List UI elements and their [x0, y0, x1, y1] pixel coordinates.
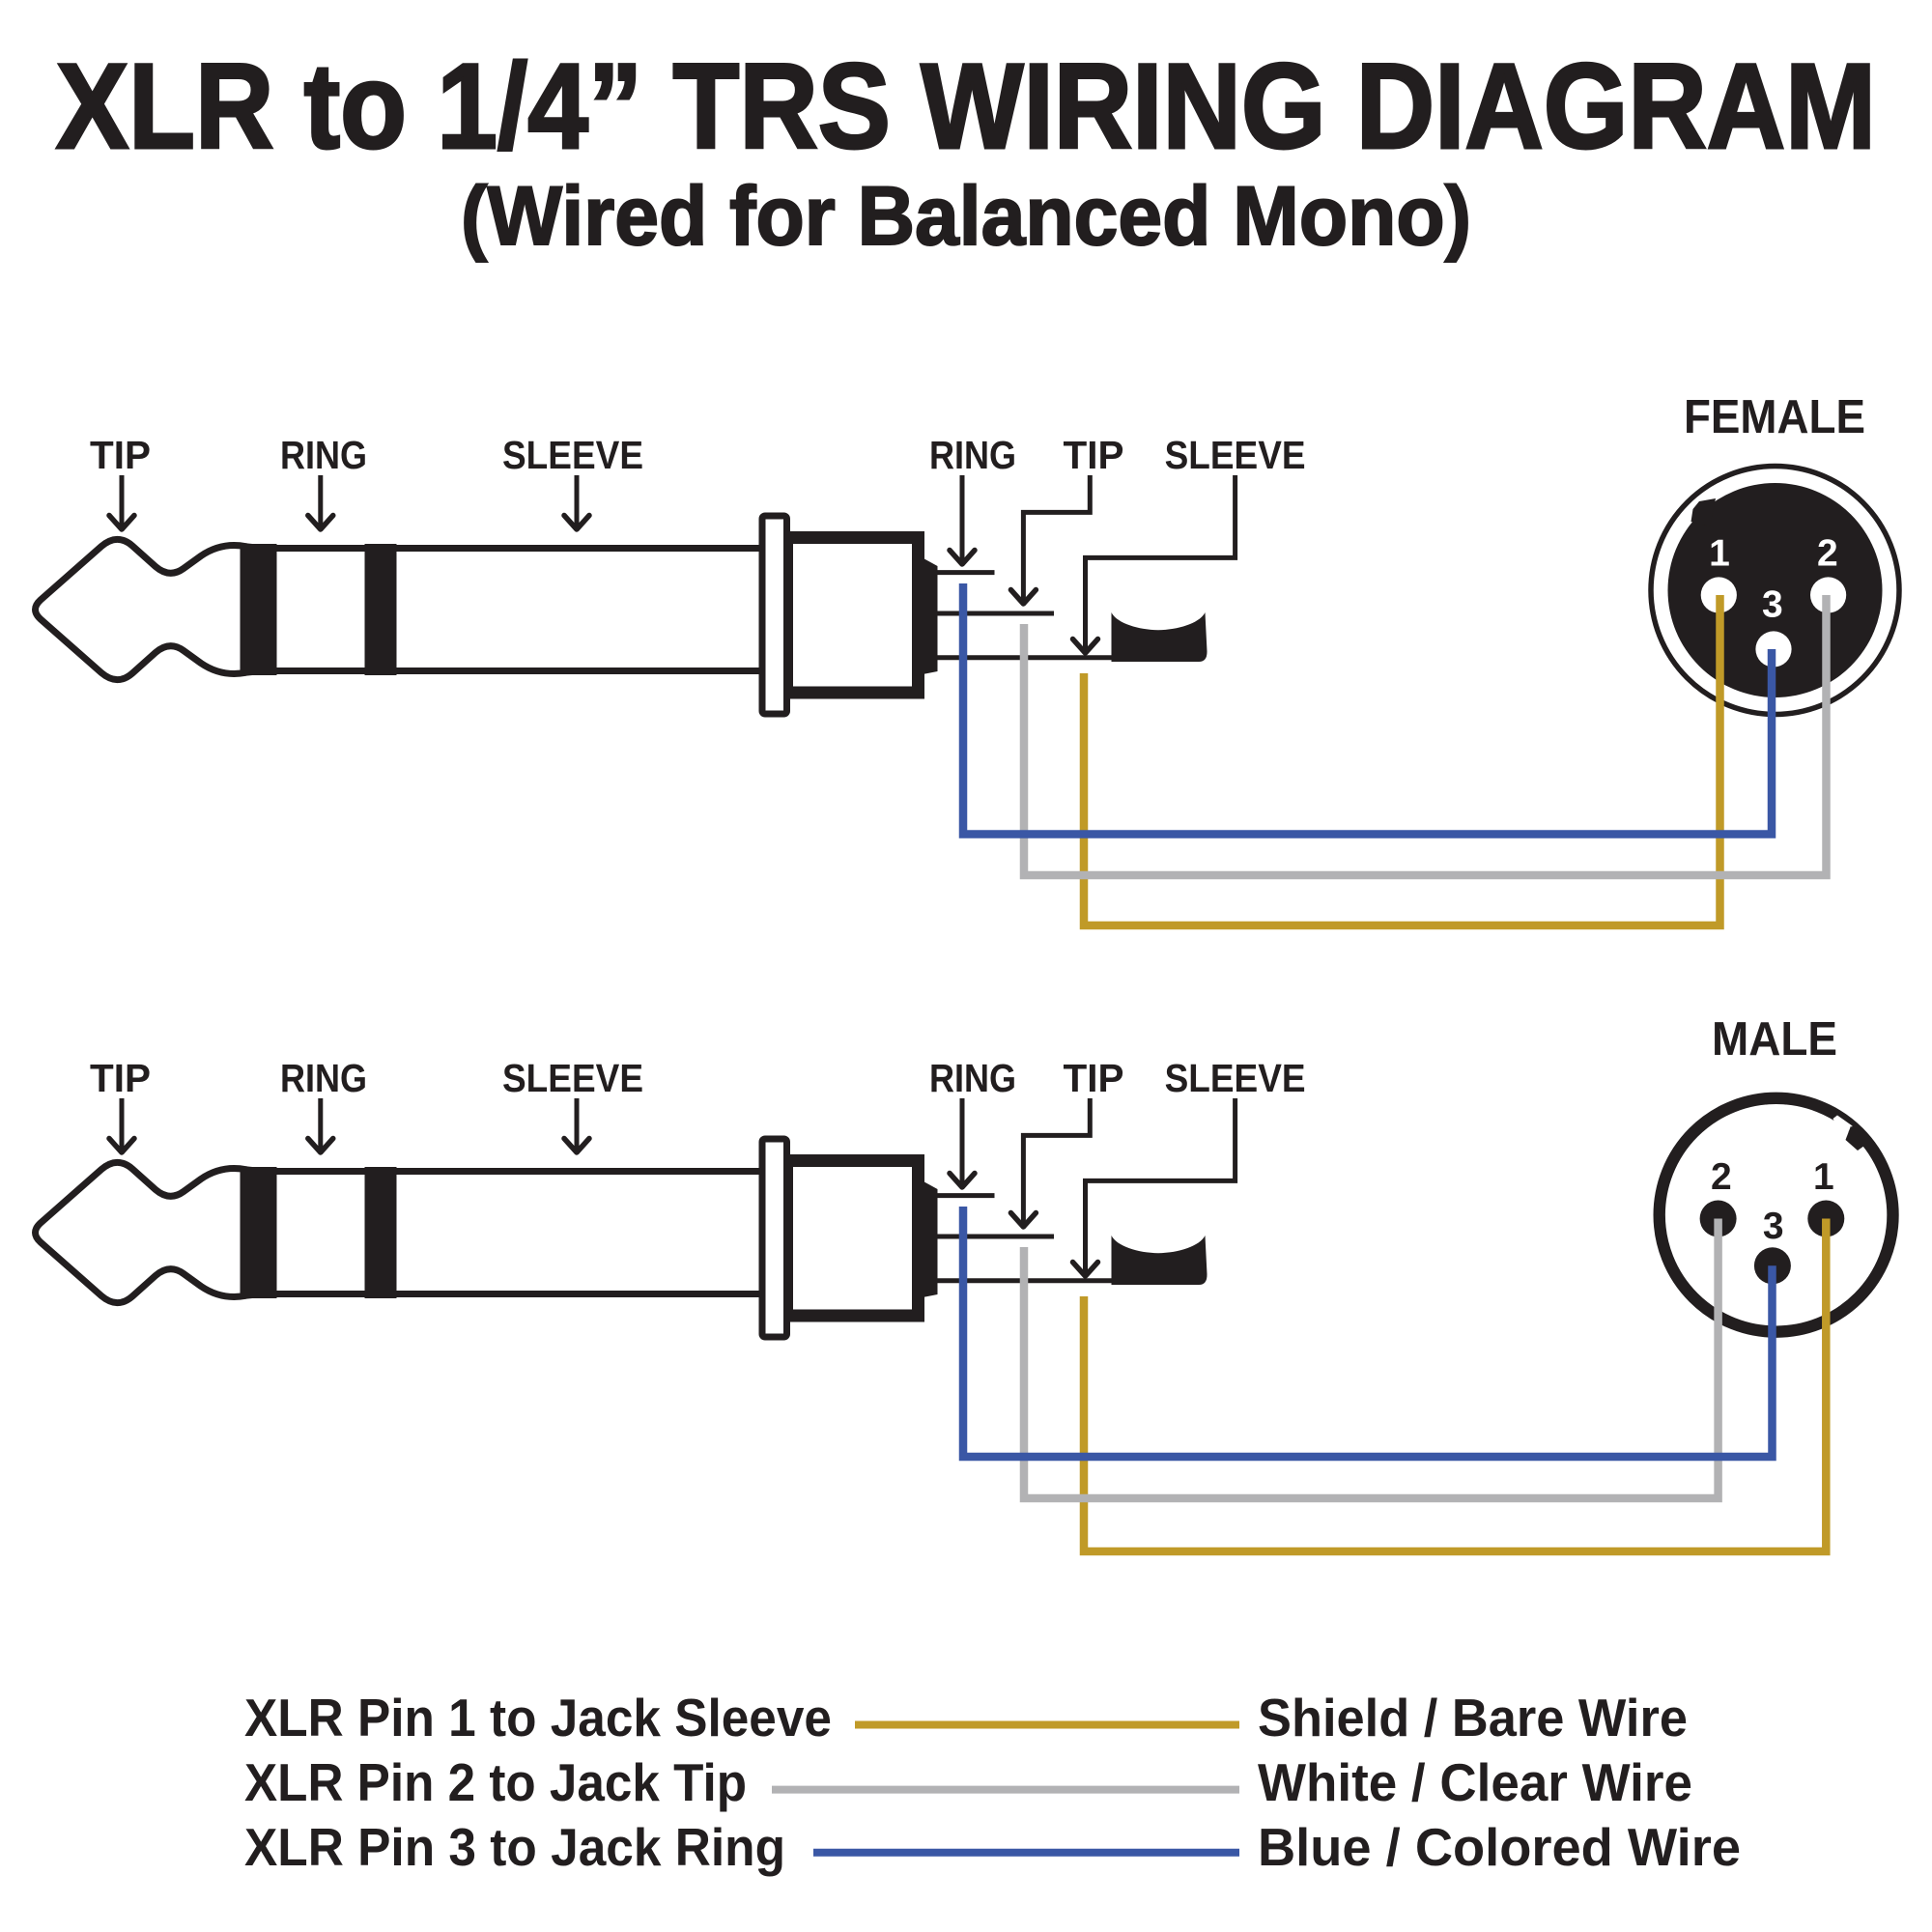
svg-text:3: 3 [1763, 1206, 1784, 1247]
svg-text:2: 2 [1817, 533, 1838, 575]
svg-text:XLR to 1/4” TRS WIRING DIAGRAM: XLR to 1/4” TRS WIRING DIAGRAM [56, 40, 1876, 174]
svg-text:XLR Pin 3 to Jack Ring: XLR Pin 3 to Jack Ring [244, 1817, 785, 1877]
svg-text:Shield / Bare Wire: Shield / Bare Wire [1258, 1688, 1688, 1747]
svg-text:MALE: MALE [1712, 1013, 1837, 1065]
svg-text:XLR Pin 1 to Jack Sleeve: XLR Pin 1 to Jack Sleeve [244, 1688, 832, 1747]
svg-text:(Wired for Balanced Mono): (Wired for Balanced Mono) [461, 170, 1471, 263]
svg-text:Blue / Colored Wire: Blue / Colored Wire [1258, 1817, 1741, 1877]
svg-text:White / Clear Wire: White / Clear Wire [1258, 1752, 1692, 1812]
svg-text:1: 1 [1709, 533, 1730, 575]
svg-text:1: 1 [1813, 1156, 1834, 1198]
svg-text:XLR Pin 2 to Jack Tip: XLR Pin 2 to Jack Tip [244, 1752, 747, 1812]
svg-text:3: 3 [1762, 584, 1783, 626]
svg-text:2: 2 [1711, 1156, 1732, 1198]
svg-text:FEMALE: FEMALE [1684, 391, 1865, 443]
